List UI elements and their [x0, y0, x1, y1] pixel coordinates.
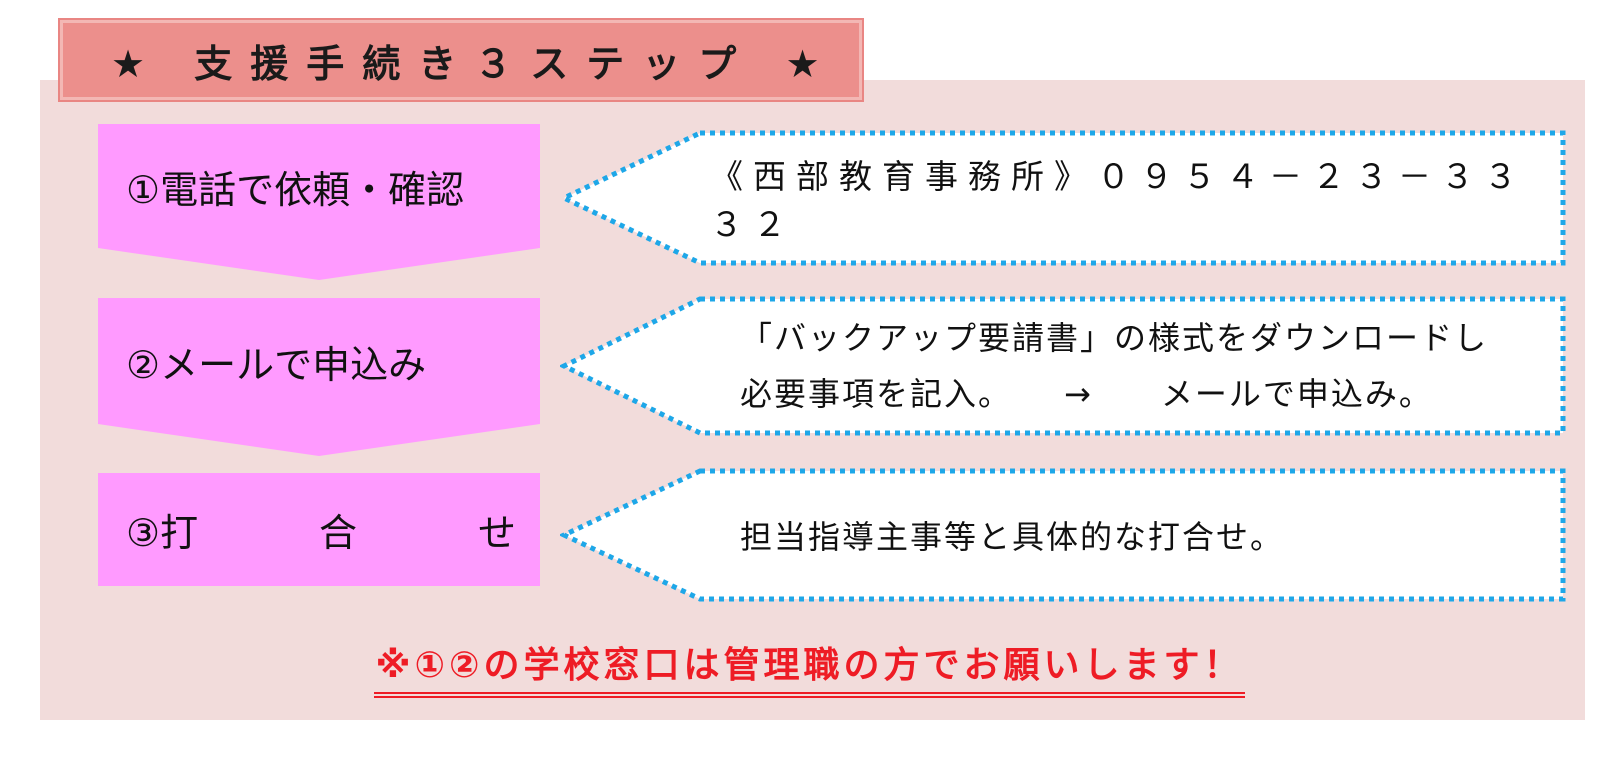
callout-2-line-1: 「バックアップ要請書」の様式をダウンロードし [740, 319, 1489, 357]
step-3-label-part-2: 合 [319, 511, 358, 555]
callout-3: 担当指導主事等と具体的な打合せ。 [560, 468, 1566, 602]
step-3-label-part-3: せ [477, 511, 516, 555]
title-banner: ★ 支援手続き３ステップ ★ [60, 20, 862, 100]
callout-1: 《西部教育事務所》０９５４－２３－３３３２ [560, 130, 1566, 266]
step-3-label: ③打 合 せ [126, 502, 516, 557]
page-title: ★ 支援手続き３ステップ ★ [111, 41, 838, 86]
step-2-label: ②メールで申込み [126, 342, 427, 387]
callout-1-phone-text: 《西部教育事務所》０９５４－２３－３３３２ [710, 157, 1527, 244]
callout-3-text: 担当指導主事等と具体的な打合せ。 [740, 518, 1285, 556]
step-box-1: ①電話で依頼・確認 [98, 124, 540, 248]
step-1-label: ①電話で依頼・確認 [126, 167, 465, 212]
callout-1-frame [560, 130, 1566, 266]
callout-3-content: 担当指導主事等と具体的な打合せ。 [740, 468, 1542, 602]
note-banner: ※①②の学校窓口は管理職の方でお願いします！ [0, 636, 1619, 698]
callout-2-content: 「バックアップ要請書」の様式をダウンロードし 必要事項を記入。 → メールで申込… [740, 296, 1542, 436]
callout-1-content: 《西部教育事務所》０９５４－２３－３３３２ [710, 130, 1542, 266]
callout-2: 「バックアップ要請書」の様式をダウンロードし 必要事項を記入。 → メールで申込… [560, 296, 1566, 436]
callout-3-frame [560, 468, 1566, 602]
step-box-2: ②メールで申込み [98, 298, 540, 424]
callout-2-line-2: 必要事項を記入。 → メールで申込み。 [740, 375, 1433, 413]
contact-note: ※①②の学校窓口は管理職の方でお願いします！ [373, 636, 1246, 698]
step-box-3: ③打 合 せ [98, 473, 540, 586]
callout-2-frame [560, 296, 1566, 436]
step-3-label-part-1: ③打 [126, 511, 199, 555]
